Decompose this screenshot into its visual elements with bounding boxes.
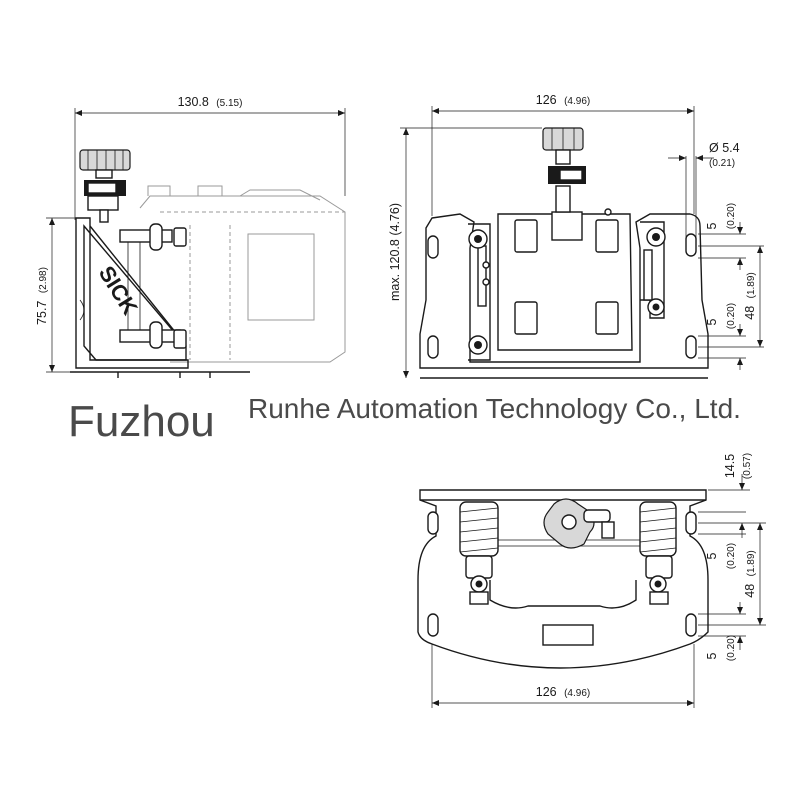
watermark-company: Runhe Automation Technology Co., Ltd. bbox=[248, 393, 741, 424]
brand-mark: SICK bbox=[94, 261, 143, 319]
front-view: 126 (4.96) max. 120.8 (4.76) Ø 5.4 (0.21… bbox=[388, 91, 764, 379]
front-height-label: max. 120.8 (4.76) bbox=[388, 203, 402, 301]
top-view: 126 (4.96) 14.5 (0.57) 5 (0.20) bbox=[417, 453, 766, 708]
front-left-slots bbox=[427, 235, 439, 359]
front-slot-dimensions: 5 (0.20) 5 (0.20) 48 (1.89) bbox=[698, 203, 764, 370]
front-hole-dimension: Ø 5.4 (0.21) bbox=[668, 141, 740, 240]
front-base-plate bbox=[419, 213, 709, 369]
svg-text:5: 5 bbox=[705, 552, 719, 559]
top-cutout bbox=[489, 580, 637, 609]
top-star-knob bbox=[543, 498, 615, 549]
svg-text:130.8 (5.15): 130.8 (5.15) bbox=[178, 93, 243, 110]
side-height-in: (2.98) bbox=[38, 267, 49, 293]
front-height-dimension: max. 120.8 (4.76) bbox=[388, 127, 542, 378]
top-width-in: (4.96) bbox=[564, 688, 590, 699]
top-slot-dimensions: 5 (0.20) 5 (0.20) 48 (1.89) bbox=[698, 511, 766, 661]
svg-text:5: 5 bbox=[705, 652, 719, 659]
svg-text:5: 5 bbox=[705, 318, 719, 325]
side-width-mm: 130.8 bbox=[178, 95, 209, 109]
top-label-window bbox=[542, 624, 594, 646]
top-slot-bottom-in: (0.20) bbox=[726, 635, 737, 661]
mounting-bracket bbox=[70, 217, 250, 378]
top-offset-mm: 14.5 bbox=[723, 454, 737, 478]
top-width-dimension: 126 (4.96) bbox=[431, 644, 695, 708]
watermark: Fuzhou Runhe Automation Technology Co., … bbox=[0, 388, 800, 446]
top-offset-dimension: 14.5 (0.57) bbox=[698, 453, 766, 538]
front-pitch-mm: 48 bbox=[743, 306, 757, 320]
adjustment-knob bbox=[79, 149, 131, 223]
top-pitch-mm: 48 bbox=[743, 584, 757, 598]
side-width-in: (5.15) bbox=[216, 98, 242, 109]
svg-text:75.7 (2.98): 75.7 (2.98) bbox=[33, 267, 50, 325]
sensor-housing-outline bbox=[139, 185, 346, 363]
front-width-in: (4.96) bbox=[564, 96, 590, 107]
front-sensor-body bbox=[497, 213, 633, 351]
top-right-slots bbox=[685, 511, 697, 637]
top-slot-bottom-mm: 5 bbox=[705, 652, 719, 659]
svg-text:14.5: 14.5 bbox=[723, 454, 737, 478]
top-springs bbox=[459, 501, 677, 605]
front-side-clamps bbox=[468, 208, 666, 361]
front-hole-mm: Ø 5.4 bbox=[709, 141, 740, 155]
watermark-city: Fuzhou bbox=[68, 397, 215, 446]
top-pitch-in: (1.89) bbox=[746, 550, 757, 576]
top-base-plate bbox=[417, 489, 709, 669]
svg-text:(0.57): (0.57) bbox=[742, 453, 753, 479]
svg-text:48 (1.89): 48 (1.89) bbox=[741, 550, 758, 597]
top-offset-in: (0.57) bbox=[742, 453, 753, 479]
front-knob bbox=[542, 127, 586, 213]
top-slot-top-mm: 5 bbox=[705, 552, 719, 559]
front-width-dimension: 126 (4.96) bbox=[431, 91, 695, 216]
side-width-dimension: 130.8 (5.15) bbox=[74, 93, 346, 220]
svg-text:126 (4.96): 126 (4.96) bbox=[536, 91, 590, 108]
front-slot-top-mm: 5 bbox=[705, 222, 719, 229]
front-slot-bottom-in: (0.20) bbox=[726, 303, 737, 329]
front-pitch-in: (1.89) bbox=[746, 272, 757, 298]
svg-text:(0.20): (0.20) bbox=[726, 543, 737, 569]
side-view: SICK 130.8 (5.15) 75.7 (2.98) bbox=[33, 93, 346, 378]
svg-text:(0.20): (0.20) bbox=[726, 303, 737, 329]
front-slot-bottom-mm: 5 bbox=[705, 318, 719, 325]
side-height-dimension: 75.7 (2.98) bbox=[33, 217, 80, 373]
top-left-slots bbox=[427, 511, 439, 637]
svg-text:5: 5 bbox=[705, 222, 719, 229]
front-hole-in: (0.21) bbox=[709, 158, 735, 169]
front-slot-top-in: (0.20) bbox=[726, 203, 737, 229]
side-height-mm: 75.7 bbox=[35, 301, 49, 325]
front-width-mm: 126 bbox=[536, 93, 557, 107]
svg-text:(0.20): (0.20) bbox=[726, 635, 737, 661]
front-right-slots bbox=[685, 233, 697, 359]
svg-text:48 (1.89): 48 (1.89) bbox=[741, 272, 758, 319]
top-slot-top-in: (0.20) bbox=[726, 543, 737, 569]
svg-text:(0.20): (0.20) bbox=[726, 203, 737, 229]
svg-text:126 (4.96): 126 (4.96) bbox=[536, 683, 590, 700]
top-width-mm: 126 bbox=[536, 685, 557, 699]
